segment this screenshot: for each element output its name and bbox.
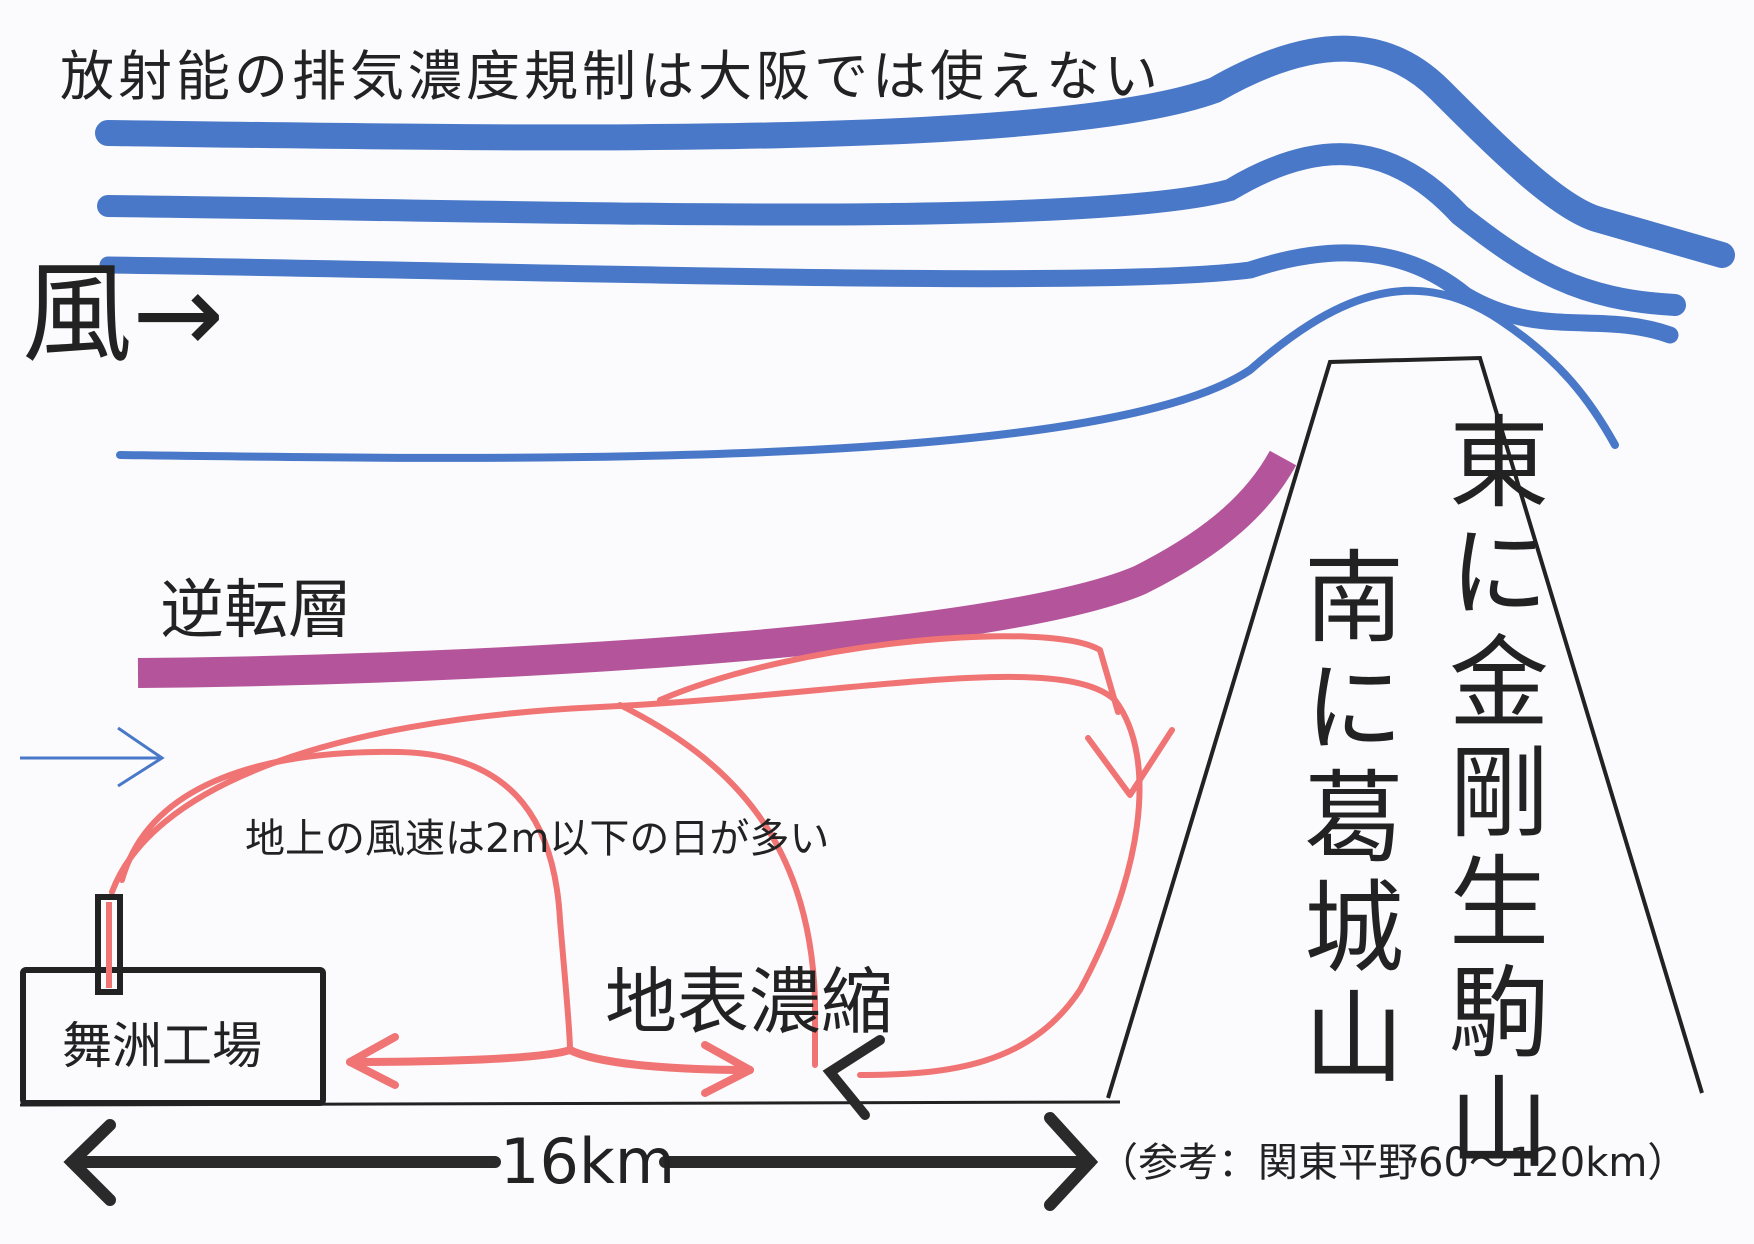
- circulation-inner-left: [119, 748, 573, 1053]
- wind-streamline-3: [99, 244, 1679, 344]
- wind-label: 風→: [22, 250, 224, 378]
- reference-note: （参考：関東平野60〜120km）: [1098, 1140, 1687, 1186]
- circulation-outer-loop: [109, 673, 1143, 1078]
- convergence-arrowhead: [822, 1035, 885, 1120]
- factory-box: [20, 967, 326, 1106]
- circulation-ground-flow-right: [566, 1046, 754, 1074]
- double-headed-arrow-icon: [63, 1112, 1099, 1211]
- wind-streamline-4: [116, 286, 1619, 462]
- circulation-arrowhead-down: [1085, 727, 1175, 798]
- surface-concentration-label: 地表濃縮: [605, 960, 893, 1044]
- mountain-outline: [1106, 355, 1704, 1099]
- circulation-upper-arc: [657, 633, 1121, 715]
- circulation-arrowhead-right: [701, 1041, 754, 1097]
- mountain-east-label: 東に金剛生駒山: [1432, 410, 1549, 1180]
- inversion-label: 逆転層: [160, 574, 352, 648]
- factory-label: 舞洲工場: [62, 1017, 262, 1075]
- inversion-layer: [137, 450, 1297, 688]
- circulation-flows: [109, 633, 1175, 1097]
- wind-streamline-2: [97, 143, 1686, 316]
- circulation-inner-right: [617, 702, 818, 1068]
- factory-stack: [95, 894, 123, 995]
- circulation-ground-flow-left: [346, 1046, 574, 1066]
- mountain-south-label: 南に葛城山: [1287, 545, 1404, 1095]
- wind-streamline-1: [95, 35, 1735, 268]
- wind-streamlines: [95, 35, 1735, 462]
- circulation-arrowhead-left: [346, 1033, 399, 1089]
- thin-arrow-right-icon: [20, 726, 165, 788]
- distance-label: 16km: [500, 1125, 675, 1198]
- ground-wind-note: 地上の風速は2m以下の日が多い: [245, 816, 829, 862]
- diagram-title: 放射能の排気濃度規制は大阪では使えない: [60, 45, 1162, 108]
